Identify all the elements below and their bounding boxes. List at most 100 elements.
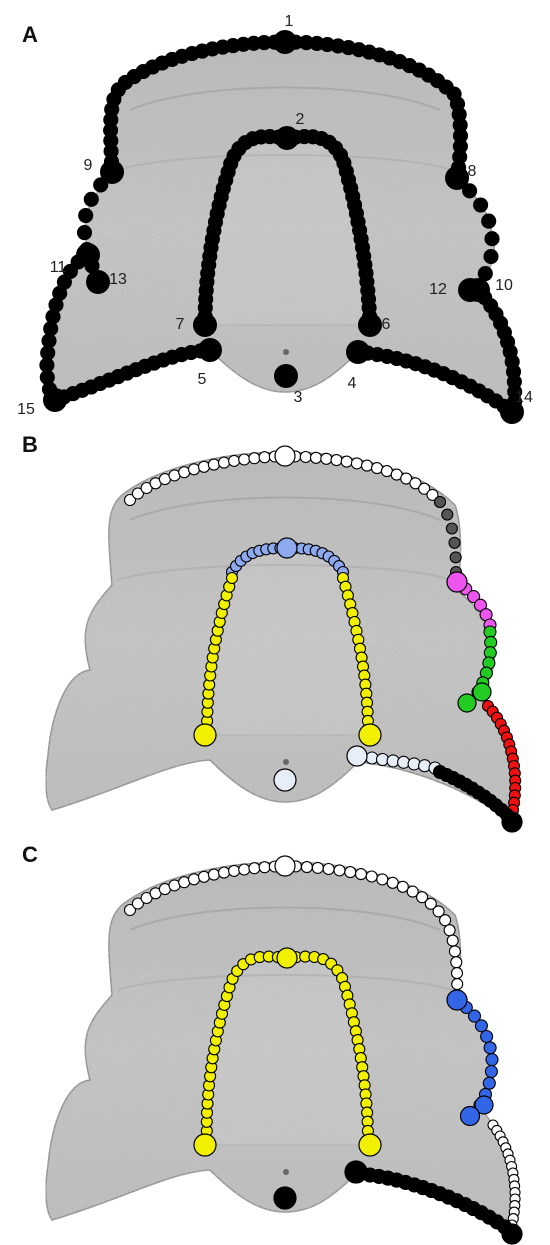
landmark-point (345, 1161, 367, 1183)
semilandmark-point (208, 459, 219, 470)
semilandmark-point (447, 935, 458, 946)
landmark-point (458, 278, 482, 302)
semilandmark-point (482, 214, 496, 228)
semilandmark-point (372, 463, 383, 474)
semilandmark-point (301, 862, 312, 873)
landmark-point (359, 1134, 381, 1156)
landmark-point (275, 856, 295, 876)
landmark-point (275, 126, 299, 150)
semilandmark-point (377, 754, 389, 766)
semilandmark-point (449, 946, 460, 957)
semilandmark-point (219, 867, 230, 878)
semilandmark-point (351, 458, 362, 469)
semilandmark-point (323, 864, 334, 875)
landmark-point (358, 313, 382, 337)
landmark-point (43, 388, 67, 412)
landmark-point (447, 990, 467, 1010)
panel-c: C (22, 842, 522, 1244)
semilandmark-point (474, 198, 488, 212)
semilandmark-point (84, 192, 98, 206)
semilandmark-point (189, 464, 200, 475)
semilandmark-point (475, 1020, 487, 1032)
landmark-label: 2 (296, 111, 305, 128)
semilandmark-point (312, 862, 323, 873)
semilandmark-point (440, 915, 451, 926)
landmark-point (359, 724, 381, 746)
semilandmark-point (452, 979, 463, 990)
panel-b: B (22, 432, 522, 832)
landmark-point (502, 1224, 522, 1244)
landmark-point (194, 1134, 216, 1156)
semilandmark-point (321, 453, 332, 464)
specimen-pit (283, 759, 289, 765)
landmark-point (458, 694, 476, 712)
landmark-point (447, 572, 467, 592)
semilandmark-point (341, 456, 352, 467)
semilandmark-point (311, 452, 322, 463)
semilandmark-point (300, 452, 311, 463)
landmark-label: 9 (84, 157, 93, 174)
landmark-point (275, 446, 295, 466)
landmark-label: 10 (495, 277, 513, 294)
landmark-label: 8 (468, 163, 477, 180)
semilandmark-point (345, 867, 356, 878)
landmark-label: 15 (17, 401, 35, 418)
semilandmark-point (485, 232, 499, 246)
landmark-label: 7 (176, 316, 185, 333)
semilandmark-point (483, 1077, 495, 1089)
semilandmark-point (485, 1066, 497, 1078)
landmark-point (198, 338, 222, 362)
landmark-label: 5 (198, 371, 207, 388)
semilandmark-point (78, 226, 92, 240)
semilandmark-point (331, 455, 342, 466)
specimen-pit (283, 1169, 289, 1175)
landmark-label: 3 (294, 389, 303, 406)
semilandmark-point (229, 455, 240, 466)
semilandmark-point (239, 864, 250, 875)
semilandmark-point (449, 537, 460, 548)
panel-letter: B (22, 432, 38, 457)
semilandmark-point (377, 874, 388, 885)
landmark-point (473, 683, 491, 701)
semilandmark-point (356, 869, 367, 880)
semilandmark-point (334, 865, 345, 876)
semilandmark-point (249, 453, 260, 464)
landmark-point (502, 812, 522, 832)
panel-letter: A (22, 22, 38, 47)
semilandmark-point (387, 877, 398, 888)
semilandmark-point (444, 925, 455, 936)
semilandmark-point (227, 573, 238, 584)
landmark-point (274, 769, 296, 791)
semilandmark-point (481, 1031, 493, 1043)
semilandmark-point (362, 460, 373, 471)
landmark-point (461, 1107, 480, 1126)
landmark-label: 6 (382, 316, 391, 333)
semilandmark-point (199, 871, 210, 882)
panel-letter: C (22, 842, 38, 867)
semilandmark-point (451, 957, 462, 968)
landmark-point (76, 243, 100, 267)
landmark-point (274, 364, 298, 388)
semilandmark-point (366, 871, 377, 882)
semilandmark-point (199, 461, 210, 472)
semilandmark-point (219, 457, 230, 468)
landmark-label: 14 (515, 389, 533, 406)
semilandmark-point (408, 758, 420, 770)
landmark-label: 1 (285, 13, 294, 30)
semilandmark-point (189, 874, 200, 885)
semilandmark-point (397, 881, 408, 892)
landmark-point (193, 313, 217, 337)
landmark-point (347, 746, 367, 766)
landmark-label: 12 (429, 281, 447, 298)
semilandmark-point (484, 250, 498, 264)
semilandmark-point (452, 968, 463, 979)
landmark-point (274, 1187, 296, 1209)
landmark-point (273, 30, 297, 54)
semilandmark-point (249, 863, 260, 874)
semilandmark-point (486, 1054, 498, 1066)
semilandmark-point (450, 552, 461, 563)
semilandmark-point (79, 209, 93, 223)
